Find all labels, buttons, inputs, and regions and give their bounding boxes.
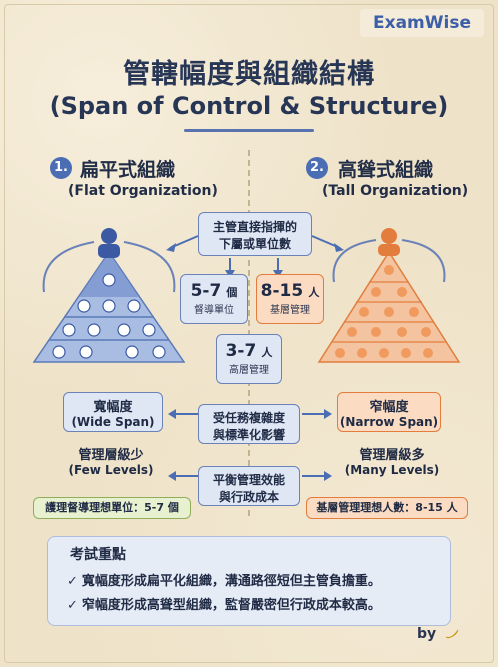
- brand-logo: ExamWise: [360, 9, 484, 37]
- complexity-arrows: [168, 409, 332, 419]
- tall-ideal-text: 基層管理理想人數：8-15 人: [316, 501, 458, 514]
- wide-span-zh: 寬幅度: [93, 400, 133, 415]
- left-section-title: 扁平式組織: [80, 159, 176, 181]
- title-underline: [184, 129, 314, 132]
- complexity-factor-line-1: 受任務複雜度: [212, 411, 285, 425]
- wide-span-en: (Wide Span): [71, 415, 155, 429]
- tall-ideal-badge: 基層管理理想人數：8-15 人: [306, 497, 468, 519]
- narrow-span-zh: 窄幅度: [369, 400, 409, 415]
- complexity-factor-line-2: 與標準化影響: [212, 428, 285, 442]
- definition-arrows: [166, 235, 344, 278]
- many-levels-en: (Many Levels): [344, 463, 440, 477]
- center-definition-box: 主管直接指揮的 下屬或單位數: [198, 212, 312, 256]
- complexity-factor-box: 受任務複雜度 與標準化影響: [198, 404, 300, 444]
- balance-factor-box: 平衡管理效能 與行政成本: [198, 466, 300, 506]
- tall-pyramid-illustration: [317, 228, 461, 363]
- flat-ideal-badge: 護理督導理想單位：5-7 個: [33, 497, 191, 519]
- right-section-subtitle: (Tall Organization): [322, 183, 469, 199]
- byline-text: by: [416, 626, 437, 642]
- banana-icon: [445, 629, 459, 639]
- wide-span-box: 寬幅度 (Wide Span): [63, 392, 163, 432]
- key-point-text: 窄幅度形成高聳型組織，監督嚴密但行政成本較高。: [81, 598, 381, 613]
- frontline-range-box: 8-15 人 基層管理: [256, 274, 324, 324]
- byline: by: [417, 626, 460, 642]
- few-levels-en: (Few Levels): [68, 463, 154, 477]
- left-section-subtitle: (Flat Organization): [68, 183, 218, 199]
- supervisory-range-box: 5-7 個 督導單位: [180, 274, 248, 324]
- page-title: 管轄幅度與組織結構: [123, 59, 375, 90]
- balance-arrows: [168, 471, 332, 481]
- page-subtitle: (Span of Control & Structure): [49, 92, 449, 120]
- right-section-title: 高聳式組織: [338, 159, 434, 181]
- left-number-badge: 1.: [50, 157, 72, 179]
- frontline-range-label: 基層管理: [270, 305, 310, 316]
- top-management-range-value: 3-7: [225, 341, 257, 361]
- top-management-range-label: 高層管理: [229, 365, 269, 376]
- balance-factor-line-1: 平衡管理效能: [212, 473, 285, 487]
- flat-pyramid-illustration: [32, 228, 186, 363]
- check-icon: ✓: [67, 574, 78, 589]
- frontline-range-value: 8-15: [260, 281, 304, 301]
- key-point-item: ✓窄幅度形成高聳型組織，監督嚴密但行政成本較高。: [67, 594, 381, 613]
- top-management-range-unit: 人: [261, 346, 273, 359]
- narrow-span-box: 窄幅度 (Narrow Span): [337, 392, 441, 432]
- flat-ideal-text: 護理督導理想單位：5-7 個: [45, 501, 179, 514]
- supervisory-range-label: 督導單位: [194, 305, 234, 316]
- right-number-badge: 2.: [306, 157, 328, 179]
- frontline-range-unit: 人: [308, 286, 320, 299]
- balance-factor-line-2: 與行政成本: [218, 490, 279, 504]
- check-icon: ✓: [67, 598, 78, 613]
- supervisory-range-unit: 個: [226, 286, 238, 299]
- narrow-span-en: (Narrow Span): [339, 415, 439, 429]
- key-point-item: ✓寬幅度形成扁平化組織，溝通路徑短但主管負擔重。: [67, 570, 381, 589]
- definition-line-1: 主管直接指揮的: [212, 220, 297, 234]
- few-levels-zh: 管理層級少: [78, 448, 144, 463]
- supervisory-range-value: 5-7: [190, 281, 222, 301]
- key-point-text: 寬幅度形成扁平化組織，溝通路徑短但主管負擔重。: [81, 574, 381, 589]
- key-points-title: 考試重點: [70, 547, 126, 563]
- frame: [4, 4, 494, 663]
- definition-line-2: 下屬或單位數: [218, 237, 291, 251]
- key-points-panel: [47, 536, 451, 626]
- top-management-range-box: 3-7 人 高層管理: [216, 334, 282, 384]
- many-levels-zh: 管理層級多: [359, 448, 425, 463]
